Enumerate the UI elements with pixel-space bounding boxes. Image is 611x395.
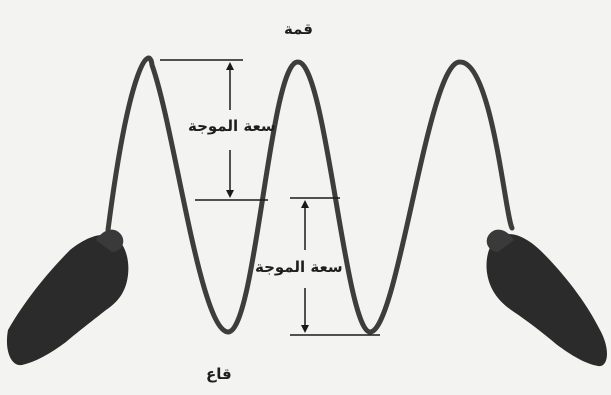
left-hand-icon: [7, 230, 128, 366]
wave-rope: [108, 58, 512, 332]
amplitude-label-top: سعة الموجة: [188, 117, 276, 135]
trough-label: قاع: [206, 365, 232, 383]
amplitude-label-bottom: سعة الموجة: [255, 258, 343, 276]
crest-label: قمة: [284, 20, 313, 38]
right-hand-icon: [487, 230, 607, 367]
